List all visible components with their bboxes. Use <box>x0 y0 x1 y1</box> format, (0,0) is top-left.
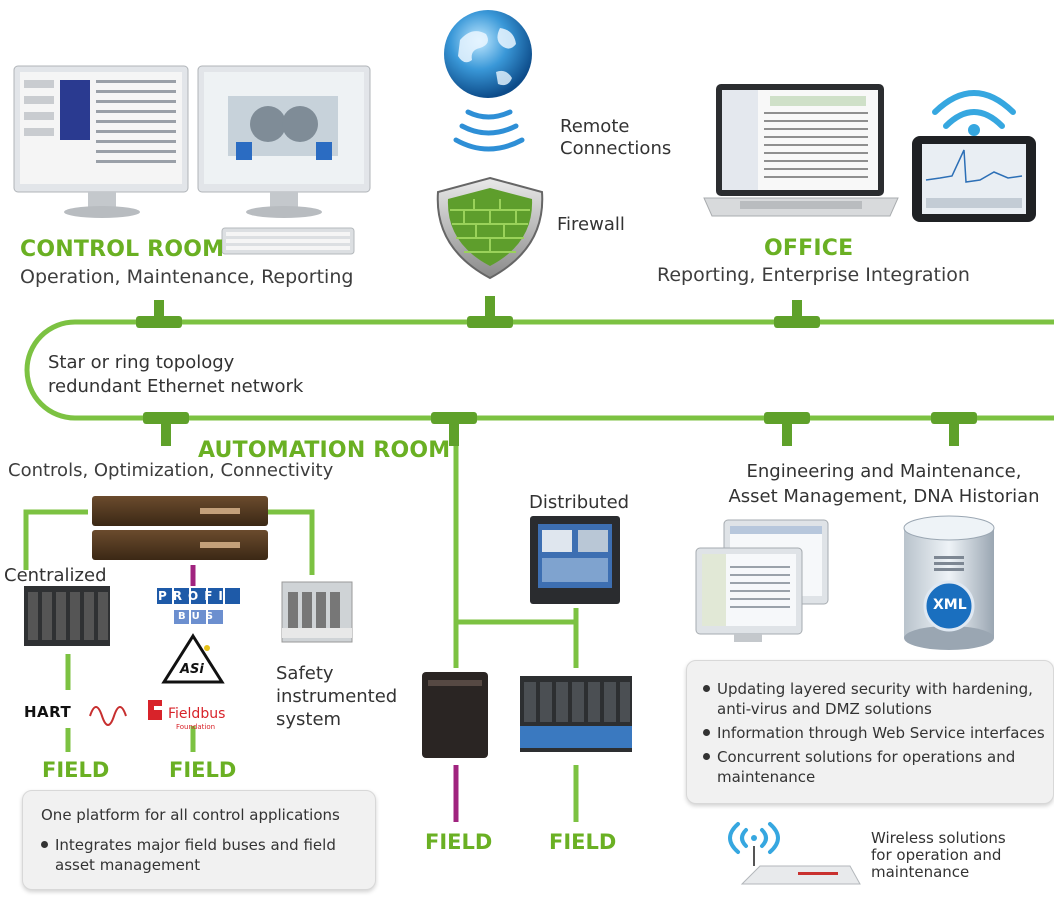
asi-text: ASi <box>180 662 204 677</box>
wireless-line3: maintenance <box>871 863 970 881</box>
office-laptop <box>703 84 899 217</box>
network-taps-bottom <box>143 412 977 446</box>
field-label-2: FIELD <box>169 758 237 782</box>
profibus-logo <box>155 586 241 626</box>
safety-system-device <box>281 581 353 643</box>
security-list: Updating layered security with hardening… <box>703 679 1047 787</box>
wireless-line2: for operation and <box>871 846 1002 864</box>
fieldbus-links <box>190 565 459 822</box>
ethernet-ring <box>24 319 1054 421</box>
field-label-1: FIELD <box>42 758 110 782</box>
hart-text: HART <box>24 703 72 721</box>
fieldbus-text: Fieldbus <box>168 706 226 722</box>
distributed-panel <box>530 516 620 604</box>
platform-box: One platform for all control application… <box>22 790 376 890</box>
engineering-monitors <box>695 519 829 642</box>
profibus-bottom-text: BUS <box>178 611 219 622</box>
remote-connections-label: Remote Connections <box>560 116 671 160</box>
centralized-io <box>24 586 110 646</box>
network-line2: redundant Ethernet network <box>48 376 304 397</box>
centralized-label: Centralized <box>4 565 107 586</box>
xml-text: XML <box>933 597 967 613</box>
network-description: Star or ring topology redundant Ethernet… <box>48 351 303 399</box>
distributed-label: Distributed <box>529 492 630 513</box>
firewall-icon <box>436 176 544 280</box>
fieldbus-sub-text: Foundation <box>176 723 216 731</box>
wireless-router-icon <box>728 822 861 885</box>
field-controller-left <box>422 672 488 758</box>
platform-heading: One platform for all control application… <box>41 806 340 824</box>
engineering-line2: Asset Management, DNA Historian <box>728 486 1040 507</box>
remote-signal-icon <box>453 109 525 152</box>
globe-icon <box>444 10 532 98</box>
control-room-monitors <box>13 65 371 255</box>
control-room-title: CONTROL ROOM <box>20 237 225 262</box>
profibus-top-text: PROFI <box>158 589 229 603</box>
network-taps-top <box>136 296 820 328</box>
automation-room-title: AUTOMATION ROOM <box>198 438 451 463</box>
security-item-2: Information through Web Service interfac… <box>703 723 1047 743</box>
security-box: Updating layered security with hardening… <box>686 660 1054 804</box>
engineering-line1: Engineering and Maintenance, <box>746 461 1022 482</box>
network-line1: Star or ring topology <box>48 352 235 373</box>
field-label-4: FIELD <box>549 830 617 854</box>
wireless-description: Wireless solutions for operation and mai… <box>871 830 1006 881</box>
safety-line3: system <box>276 709 342 730</box>
remote-label-line1: Remote <box>560 116 630 137</box>
remote-label-line2: Connections <box>560 138 672 159</box>
automation-room-subtitle: Controls, Optimization, Connectivity <box>8 460 334 481</box>
platform-item: Integrates major field buses and field a… <box>41 835 361 875</box>
xml-database-icon <box>903 515 995 650</box>
platform-list: Integrates major field buses and field a… <box>41 835 361 875</box>
field-label-3: FIELD <box>425 830 493 854</box>
control-room-subtitle: Operation, Maintenance, Reporting <box>20 266 354 288</box>
asi-logo <box>161 633 225 684</box>
automation-links <box>23 446 579 822</box>
hart-logo <box>89 706 127 726</box>
tablet-wifi-icon <box>932 90 1016 136</box>
fieldbus-logo <box>148 700 166 720</box>
security-item-1: Updating layered security with hardening… <box>703 679 1047 719</box>
wireless-line1: Wireless solutions <box>871 829 1006 847</box>
safety-line1: Safety <box>276 663 334 684</box>
safety-label: Safety instrumented system <box>276 662 397 731</box>
field-io-right <box>520 676 632 752</box>
security-item-3: Concurrent solutions for operations and … <box>703 747 1047 787</box>
office-subtitle: Reporting, Enterprise Integration <box>657 264 970 286</box>
safety-line2: instrumented <box>276 686 398 707</box>
office-tablet <box>912 136 1036 222</box>
firewall-label: Firewall <box>557 214 625 235</box>
office-title: OFFICE <box>764 236 854 261</box>
engineering-description: Engineering and Maintenance, Asset Manag… <box>714 459 1054 509</box>
controller-rack <box>92 496 268 560</box>
